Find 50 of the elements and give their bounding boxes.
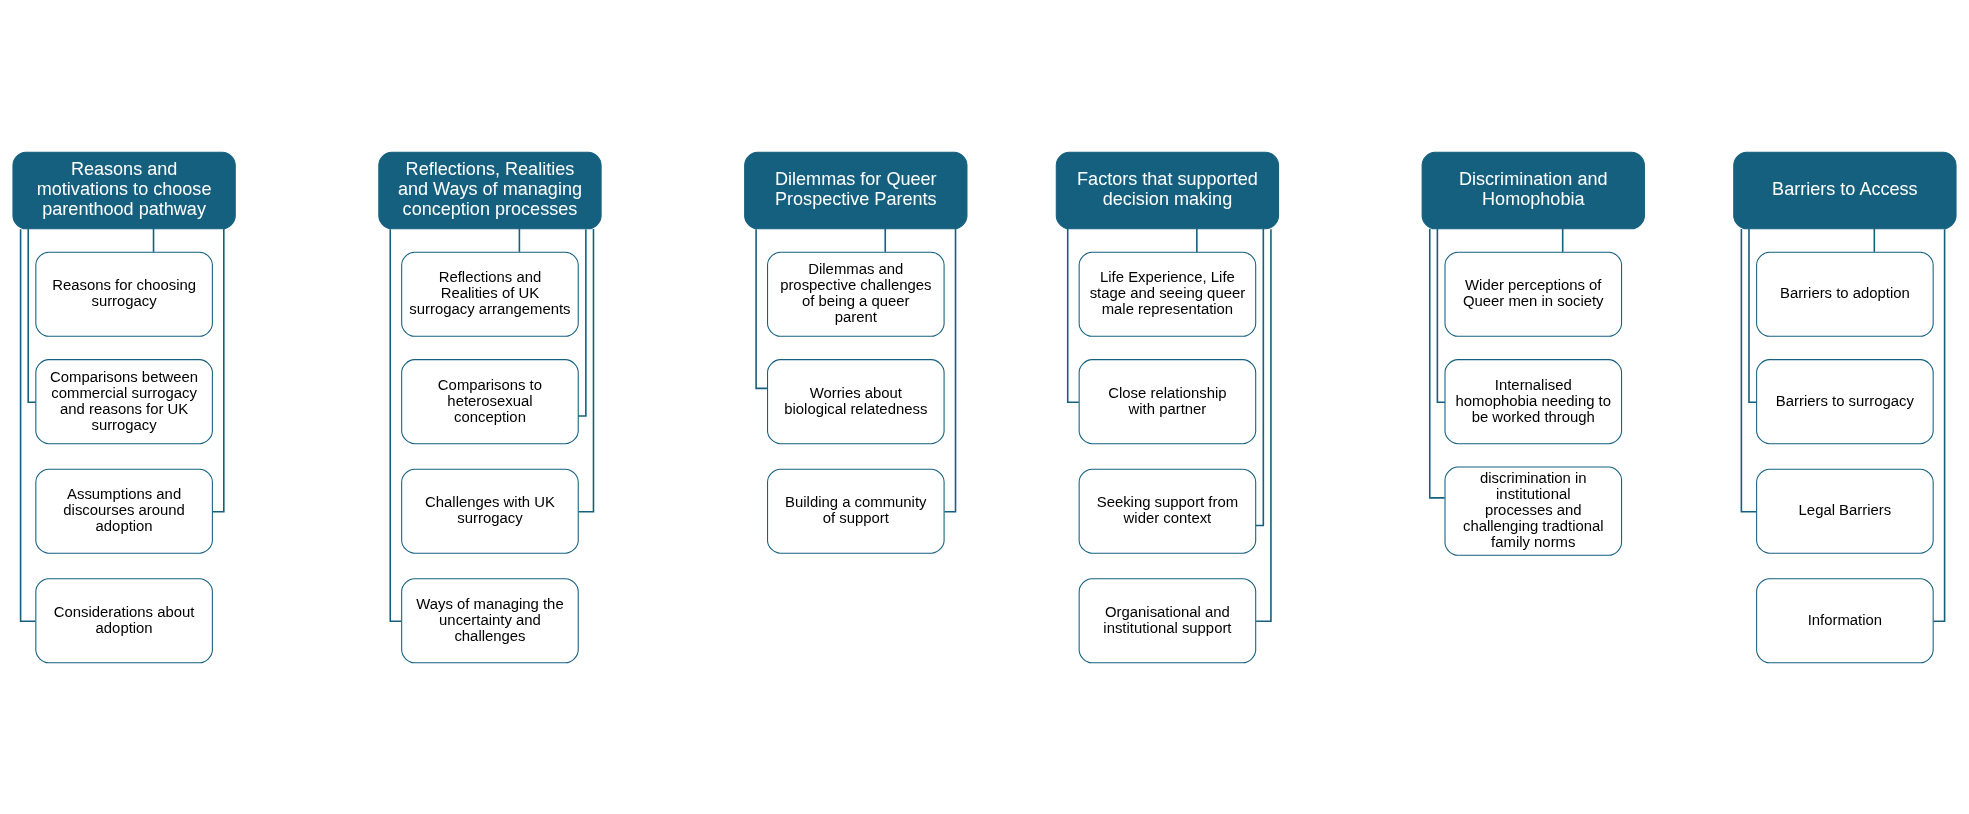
- node-box: Internalised homophobia needing to be worked through: [1444, 358, 1623, 444]
- node-box: Barriers to adoption: [1756, 251, 1934, 337]
- connector: [27, 227, 37, 403]
- node-box: Organisational and institutional support: [1078, 577, 1257, 663]
- node-box: Considerations about adoption: [35, 577, 213, 663]
- node-box: Barriers to Access: [1733, 151, 1957, 229]
- connector: [1436, 227, 1446, 403]
- node-box: Reasons and motivations to choose parenthood pathway: [12, 151, 236, 229]
- connector: [518, 227, 521, 253]
- node-box: Reflections and Realities of UK surrogacy arrangements: [401, 251, 579, 337]
- node-box: Legal Barriers: [1756, 468, 1934, 554]
- node-box: Barriers to surrogacy: [1756, 358, 1934, 444]
- node-box: Reflections, Realities and Ways of managing conception processes: [378, 151, 602, 229]
- connector: [1932, 227, 1946, 622]
- node-box: Seeking support from wider context: [1078, 468, 1257, 554]
- connector: [755, 227, 768, 389]
- connector: [1873, 227, 1876, 253]
- node-box: Factors that supported decision making: [1055, 151, 1280, 229]
- node-box: Comparisons to heterosexual conception: [401, 358, 579, 444]
- node-box: Discrimination and Homophobia: [1421, 151, 1645, 229]
- node-box: Worries about biological relatedness: [767, 358, 945, 444]
- node-box: Dilemmas and prospective challenges of being a queer parent: [767, 251, 945, 337]
- node-box: Life Experience, Life stage and seeing queer male representation: [1078, 251, 1257, 337]
- node-box: discrimination in institutional processes and challenging tradtional family norms: [1444, 466, 1623, 556]
- node-box: Assumptions and discourses around adoption: [35, 468, 213, 554]
- node-box: Challenges with UK surrogacy: [401, 468, 579, 554]
- connector: [943, 227, 957, 513]
- connector: [152, 227, 155, 253]
- connector: [1428, 227, 1446, 499]
- connector: [1255, 227, 1272, 622]
- connector: [19, 227, 37, 622]
- connector: [211, 227, 225, 513]
- connector: [884, 227, 887, 253]
- node-box: Dilemmas for Queer Prospective Parents: [744, 151, 968, 229]
- node-box: Close relationship with partner: [1078, 358, 1257, 444]
- connector: [1748, 227, 1758, 403]
- connector: [577, 227, 595, 513]
- node-box: Wider perceptions of Queer men in society: [1444, 251, 1623, 337]
- connector: [1196, 227, 1198, 253]
- node-box: Ways of managing the uncertainty and challenges: [401, 577, 579, 663]
- connector: [577, 228, 587, 417]
- node-box: Comparisons between commercial surrogacy and reasons for UK surrogacy: [35, 358, 213, 444]
- node-box: Information: [1756, 577, 1934, 663]
- connector: [1066, 227, 1080, 403]
- connector: [389, 227, 403, 622]
- connector: [1255, 227, 1265, 526]
- connector: [1561, 227, 1564, 253]
- connector: [1740, 227, 1757, 513]
- node-box: Building a community of support: [767, 468, 945, 554]
- node-box: Reasons for choosing surrogacy: [35, 251, 213, 337]
